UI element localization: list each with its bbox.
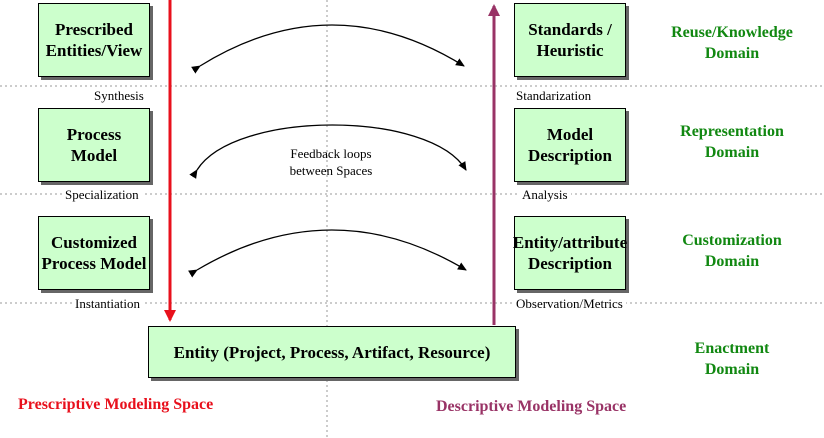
process-model-box: Process Model xyxy=(38,108,150,182)
representation-domain-label: Representation Domain xyxy=(680,123,784,161)
feedback-loop-arrow-1 xyxy=(191,24,465,74)
specialization-label: Specialization xyxy=(62,187,142,203)
feedback-loops-label: Feedback loops between Spaces xyxy=(289,146,373,178)
customized-process-model-box: Customized Process Model xyxy=(38,216,150,290)
standarization-label: Standarization xyxy=(513,88,595,104)
descriptive-modeling-space-title: Descriptive Modeling Space xyxy=(436,398,627,415)
prescriptive-modeling-space-title: Prescriptive Modeling Space xyxy=(18,396,214,413)
feedback-loop-arrow-2 xyxy=(189,124,467,179)
instantiation-label: Instantiation xyxy=(72,296,143,312)
model-description-box: Model Description xyxy=(514,108,626,182)
analysis-label: Analysis xyxy=(519,187,571,203)
standards-heuristic-box: Standards / Heuristic xyxy=(514,3,626,77)
feedback-loop-arrow-3 xyxy=(188,229,467,278)
prescribed-entities-view-box: Prescribed Entities/View xyxy=(38,3,150,77)
customization-domain-label: Customization Domain xyxy=(682,232,782,270)
entity-attribute-description-box: Entity/attribute Description xyxy=(513,216,627,290)
entity-box: Entity (Project, Process, Artifact, Reso… xyxy=(148,326,516,378)
synthesis-label: Synthesis xyxy=(91,88,147,104)
enactment-domain-label: Enactment Domain xyxy=(694,340,770,378)
reuse-knowledge-domain-label: Reuse/Knowledge Domain xyxy=(671,24,793,62)
observation-metrics-label: Observation/Metrics xyxy=(513,296,626,312)
